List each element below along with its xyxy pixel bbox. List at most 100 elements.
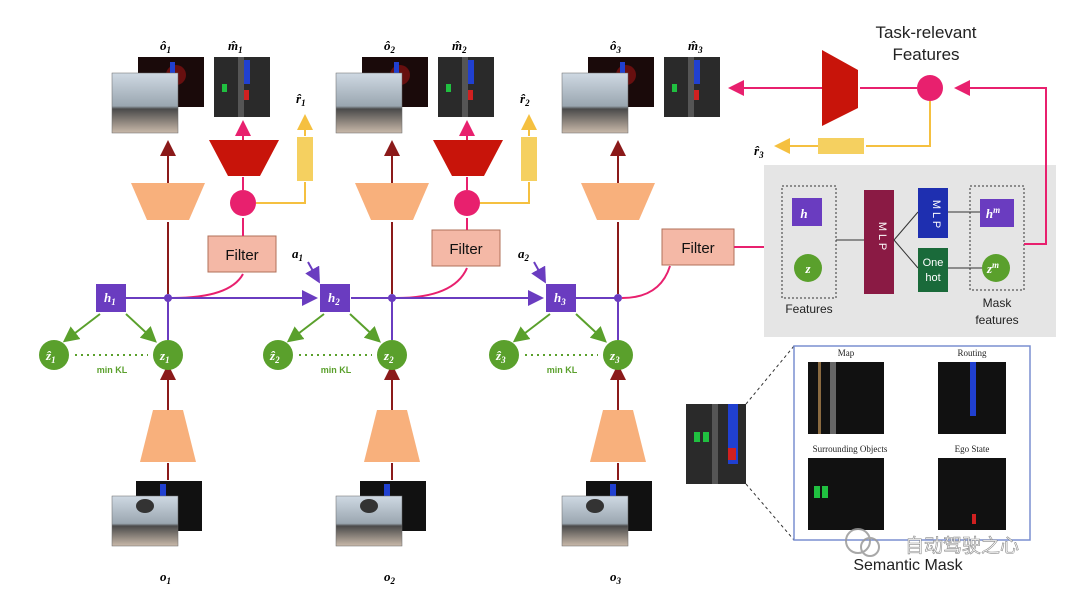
- decoder-trapezoid: [355, 183, 429, 220]
- m-hat-image: [664, 57, 720, 117]
- mlp-block: [864, 190, 894, 294]
- zhat-label-3: ẑ3: [495, 348, 506, 365]
- r-hat-label-3: r̂3: [754, 143, 764, 160]
- filter-box: [661, 228, 735, 266]
- onehot-label-2: hot: [925, 272, 940, 284]
- column-3: [489, 57, 735, 547]
- z-circle: [603, 340, 633, 370]
- h-label-3: h3: [554, 290, 566, 307]
- action-arrow-2: [531, 261, 546, 284]
- o-hat-label-2: ô2: [384, 38, 396, 55]
- mlp-small-block: [918, 188, 948, 238]
- observation-image: [335, 481, 426, 547]
- action-label-1: a1: [292, 246, 303, 263]
- obs-label-3: o3: [610, 569, 622, 586]
- kl-label-2: min KL: [321, 365, 352, 375]
- panel-title-ego: Ego State: [955, 444, 990, 454]
- filter-box: [207, 235, 277, 273]
- z-label-3: z3: [609, 348, 620, 365]
- column-2: [263, 57, 537, 547]
- o-hat-image: [111, 57, 204, 134]
- m-hat-label-2: m̂2: [452, 38, 467, 55]
- encoder-trapezoid: [590, 410, 646, 462]
- h-label-1: h1: [104, 290, 116, 307]
- decoder-trapezoid: [581, 183, 655, 220]
- m-hat-label-3: m̂3: [688, 38, 703, 55]
- zhat-label-2: ẑ2: [269, 348, 280, 365]
- panel-title-surrounding: Surrounding Objects: [813, 444, 888, 454]
- zhat-label-1: ẑ1: [45, 348, 56, 365]
- obs-label-2: o2: [384, 569, 396, 586]
- z-label-1: z1: [159, 348, 170, 365]
- pink-node: [454, 190, 480, 216]
- o-hat-image: [335, 57, 428, 134]
- mlp-small-label: M L P: [930, 200, 942, 228]
- o-hat-label-1: ô1: [160, 38, 171, 55]
- panel-z-label: z: [804, 261, 811, 276]
- m-hat-image: [438, 57, 494, 117]
- kl-label-1: min KL: [97, 365, 128, 375]
- filter-label-1: Filter: [225, 247, 258, 264]
- panel-hm-box: [980, 199, 1014, 227]
- h-box: [546, 284, 576, 312]
- mask-decoder: [433, 140, 503, 176]
- reward-head: [297, 137, 313, 181]
- task-feature-node: [917, 75, 943, 101]
- title-line-1: Task-relevant: [875, 23, 976, 42]
- observation-image: [561, 481, 652, 547]
- h-label-2: h2: [328, 290, 340, 307]
- task-reward-head: [818, 138, 864, 154]
- mask-features-line-2: features: [975, 313, 1018, 327]
- mask-decoder: [209, 140, 279, 176]
- decoder-trapezoid: [131, 183, 205, 220]
- m-hat-image: [214, 57, 270, 117]
- panel-zm-label: zm: [986, 260, 999, 276]
- panel-h-label: h: [800, 206, 807, 221]
- h-box: [320, 284, 350, 312]
- o-hat-image: [561, 57, 654, 134]
- z-label-2: z2: [383, 348, 394, 365]
- zhat-circle: [39, 340, 69, 370]
- panel-title-map: Map: [838, 348, 855, 358]
- m-hat-label-1: m̂1: [228, 38, 243, 55]
- panel-hm-label: hm: [986, 205, 1000, 221]
- kl-label-3: min KL: [547, 365, 578, 375]
- zhat-circle: [263, 340, 293, 370]
- filter-label-2: Filter: [449, 241, 482, 258]
- h-box: [96, 284, 126, 312]
- encoder-trapezoid: [140, 410, 196, 462]
- onehot-block: [918, 248, 948, 292]
- zhat-circle: [489, 340, 519, 370]
- r-hat-label-2: r̂2: [520, 91, 530, 108]
- mask-features-line-1: Mask: [983, 296, 1013, 310]
- encoder-trapezoid: [364, 410, 420, 462]
- filter-box: [431, 229, 501, 267]
- panel-z-circle: [794, 254, 822, 282]
- action-label-2: a2: [518, 246, 530, 263]
- z-circle: [377, 340, 407, 370]
- feature-panel: [764, 165, 1056, 337]
- watermark-text: 自动驾驶之心: [905, 535, 1019, 557]
- z-circle: [153, 340, 183, 370]
- title-line-2: Features: [892, 45, 959, 64]
- pink-node: [230, 190, 256, 216]
- r-hat-label-1: r̂1: [296, 91, 306, 108]
- obs-label-1: o1: [160, 569, 171, 586]
- o-hat-label-3: ô3: [610, 38, 622, 55]
- features-label: Features: [785, 302, 832, 316]
- panel-zm-circle: [982, 254, 1010, 282]
- panel-title-routing: Routing: [957, 348, 987, 358]
- reward-head: [521, 137, 537, 181]
- semantic-mask-title: Semantic Mask: [853, 557, 963, 574]
- filter-label-3: Filter: [681, 240, 714, 257]
- panel-h-box: [792, 198, 822, 226]
- feedback-loop: [954, 80, 1047, 245]
- watermark-logo: [845, 528, 880, 557]
- mlp-label: M L P: [876, 222, 888, 250]
- onehot-label-1: One: [923, 257, 944, 269]
- semantic-mask-figure: [686, 345, 1031, 541]
- observation-image: [111, 481, 202, 547]
- task-decoder: [822, 50, 858, 126]
